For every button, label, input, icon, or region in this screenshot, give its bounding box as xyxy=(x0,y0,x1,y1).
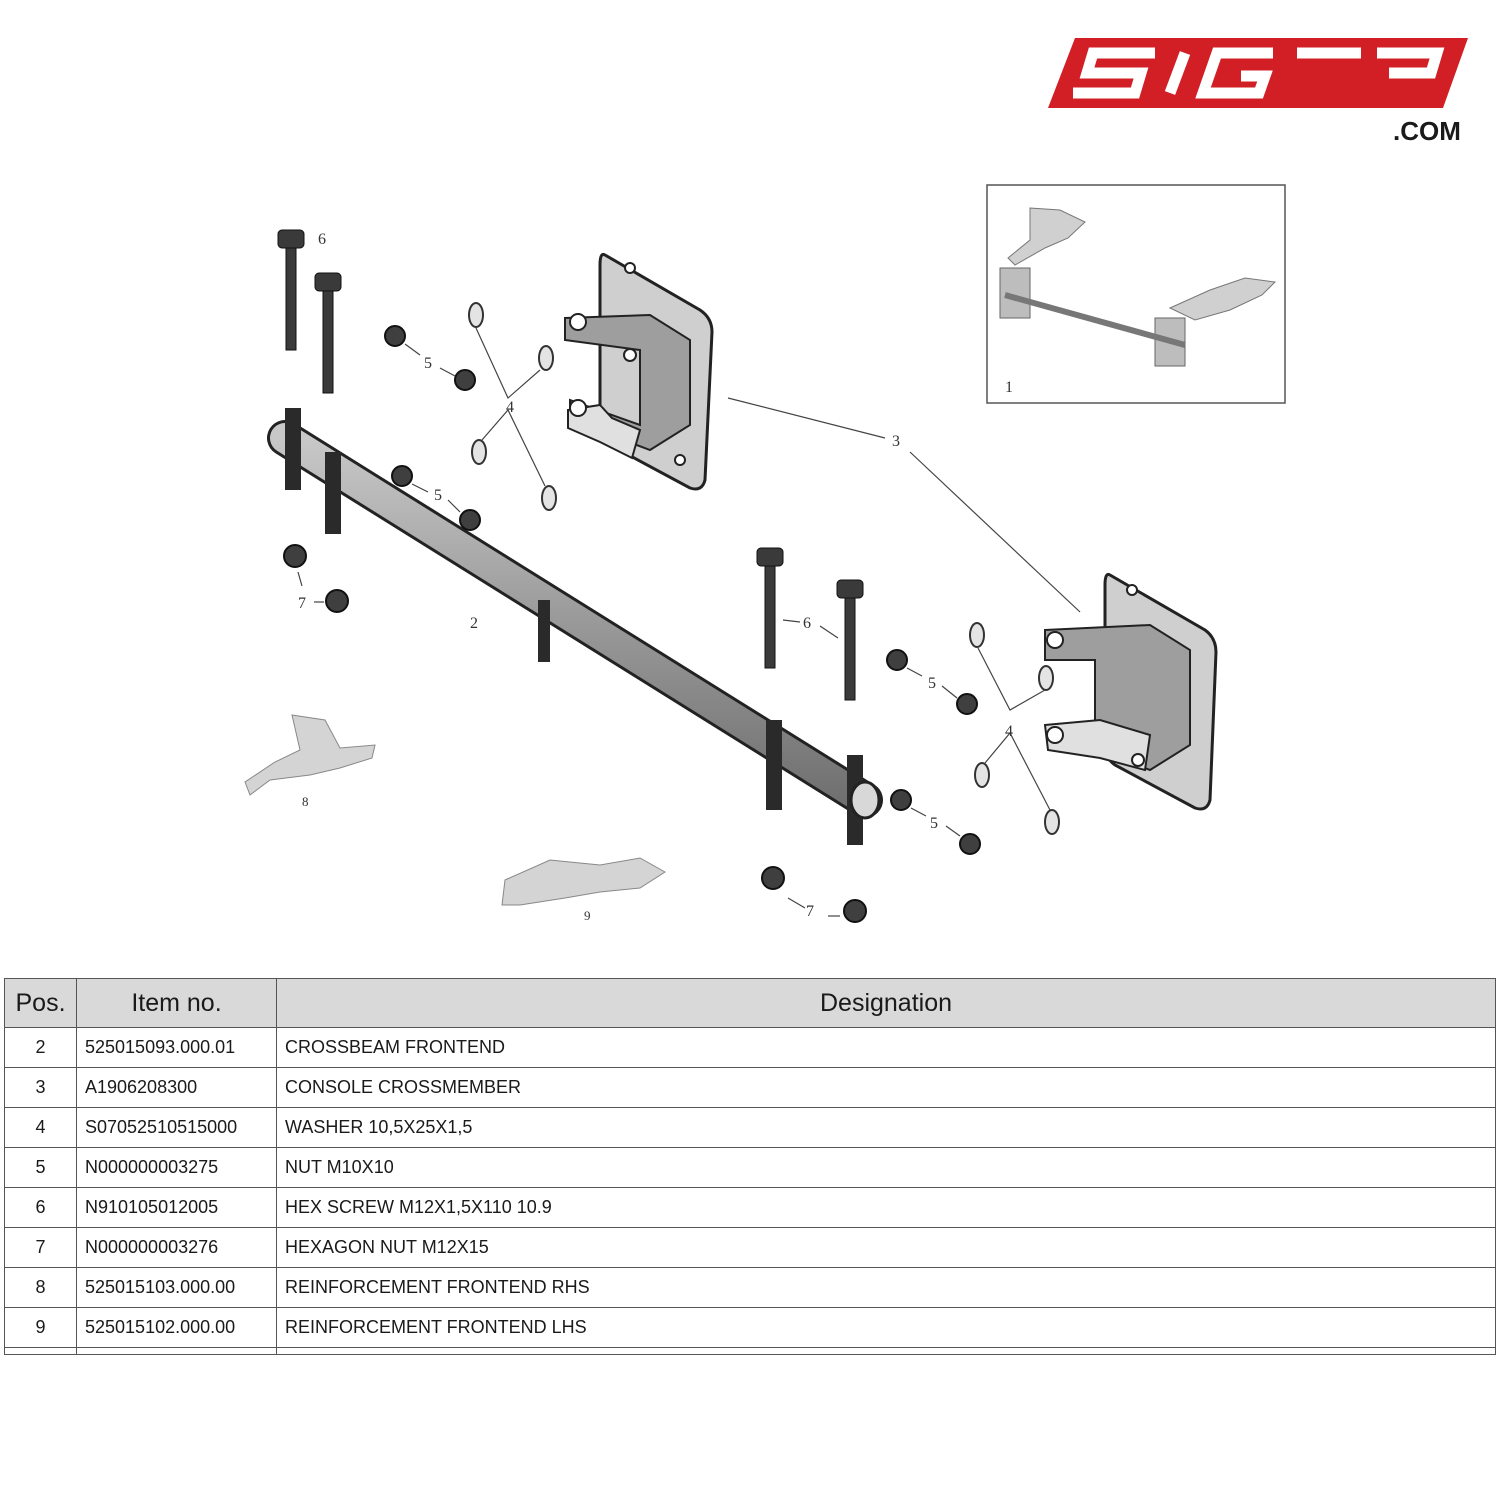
cell-item-no: 525015093.000.01 xyxy=(76,1027,277,1068)
cell-pos: 4 xyxy=(4,1107,77,1148)
cell-item-no: S07052510515000 xyxy=(76,1107,277,1148)
leader-lines xyxy=(297,327,1081,917)
callout-3: 3 xyxy=(892,433,900,450)
table-row: 4 S07052510515000 WASHER 10,5X25X1,5 xyxy=(4,1107,1496,1148)
cell-designation: HEX SCREW M12X1,5X110 10.9 xyxy=(276,1187,1496,1228)
callout-2: 2 xyxy=(470,615,478,632)
washers xyxy=(468,302,1060,835)
table-row: 9 525015102.000.00 REINFORCEMENT FRONTEN… xyxy=(4,1307,1496,1348)
cell-designation: HEXAGON NUT M12X15 xyxy=(276,1227,1496,1268)
cell-item-no: N000000003275 xyxy=(76,1147,277,1188)
callout-6-lower: 6 xyxy=(803,615,811,632)
cell-pos: 9 xyxy=(4,1307,77,1348)
cell-blank xyxy=(4,1347,77,1355)
sigt3-logo: .COM xyxy=(1048,38,1468,146)
console-crossmember-upper xyxy=(564,253,714,491)
callout-4-lower: 4 xyxy=(1005,723,1013,740)
header-item-no: Item no. xyxy=(76,978,277,1028)
callout-8: 8 xyxy=(302,794,309,809)
callout-6-upper: 6 xyxy=(318,231,326,248)
cell-designation: REINFORCEMENT FRONTEND RHS xyxy=(276,1267,1496,1308)
hex-screws xyxy=(277,229,864,701)
callout-5-d: 5 xyxy=(930,815,938,832)
cell-designation: CONSOLE CROSSMEMBER xyxy=(276,1067,1496,1108)
nuts xyxy=(283,325,981,923)
logo-letters xyxy=(1073,47,1445,99)
header-pos: Pos. xyxy=(4,978,77,1028)
table-row: 6 N910105012005 HEX SCREW M12X1,5X110 10… xyxy=(4,1187,1496,1228)
console-crossmember-lower xyxy=(1043,573,1218,811)
reinforcement-frontend-lhs xyxy=(501,857,666,906)
parts-list-table: Pos. Item no. Designation 2 525015093.00… xyxy=(4,978,1496,1355)
cell-item-no: N910105012005 xyxy=(76,1187,277,1228)
cell-pos: 8 xyxy=(4,1267,77,1308)
callout-7-lower: 7 xyxy=(806,903,814,920)
table-row: 3 A1906208300 CONSOLE CROSSMEMBER xyxy=(4,1067,1496,1108)
table-row: 5 N000000003275 NUT M10X10 xyxy=(4,1147,1496,1188)
cell-pos: 6 xyxy=(4,1187,77,1228)
header-designation: Designation xyxy=(276,978,1496,1028)
cell-item-no: A1906208300 xyxy=(76,1067,277,1108)
callout-5-a: 5 xyxy=(424,355,432,372)
cell-pos: 3 xyxy=(4,1067,77,1108)
cell-item-no: 525015103.000.00 xyxy=(76,1267,277,1308)
exploded-parts-diagram: 1 xyxy=(244,184,1286,923)
callout-7-upper: 7 xyxy=(298,595,306,612)
callout-4-upper: 4 xyxy=(506,399,514,416)
callout-1: 1 xyxy=(1005,379,1013,396)
cell-pos: 5 xyxy=(4,1147,77,1188)
table-row-blank xyxy=(4,1347,1496,1355)
table-header-row: Pos. Item no. Designation xyxy=(4,978,1496,1028)
cell-pos: 7 xyxy=(4,1227,77,1268)
cell-pos: 2 xyxy=(4,1027,77,1068)
cell-designation: NUT M10X10 xyxy=(276,1147,1496,1188)
crossbeam-frontend xyxy=(267,408,883,845)
cell-designation: CROSSBEAM FRONTEND xyxy=(276,1027,1496,1068)
cell-item-no: 525015102.000.00 xyxy=(76,1307,277,1348)
assembly-overview-inset: 1 xyxy=(986,184,1286,404)
cell-designation: REINFORCEMENT FRONTEND LHS xyxy=(276,1307,1496,1348)
reinforcement-frontend-rhs xyxy=(244,714,376,796)
table-row: 2 525015093.000.01 CROSSBEAM FRONTEND xyxy=(4,1027,1496,1068)
callout-9: 9 xyxy=(584,908,591,923)
cell-item-no: N000000003276 xyxy=(76,1227,277,1268)
logo-suffix: .COM xyxy=(1393,116,1461,146)
table-row: 7 N000000003276 HEXAGON NUT M12X15 xyxy=(4,1227,1496,1268)
cell-designation: WASHER 10,5X25X1,5 xyxy=(276,1107,1496,1148)
table-row: 8 525015103.000.00 REINFORCEMENT FRONTEN… xyxy=(4,1267,1496,1308)
callout-5-c: 5 xyxy=(928,675,936,692)
cell-blank xyxy=(276,1347,1496,1355)
callout-5-b: 5 xyxy=(434,487,442,504)
cell-blank xyxy=(76,1347,277,1355)
